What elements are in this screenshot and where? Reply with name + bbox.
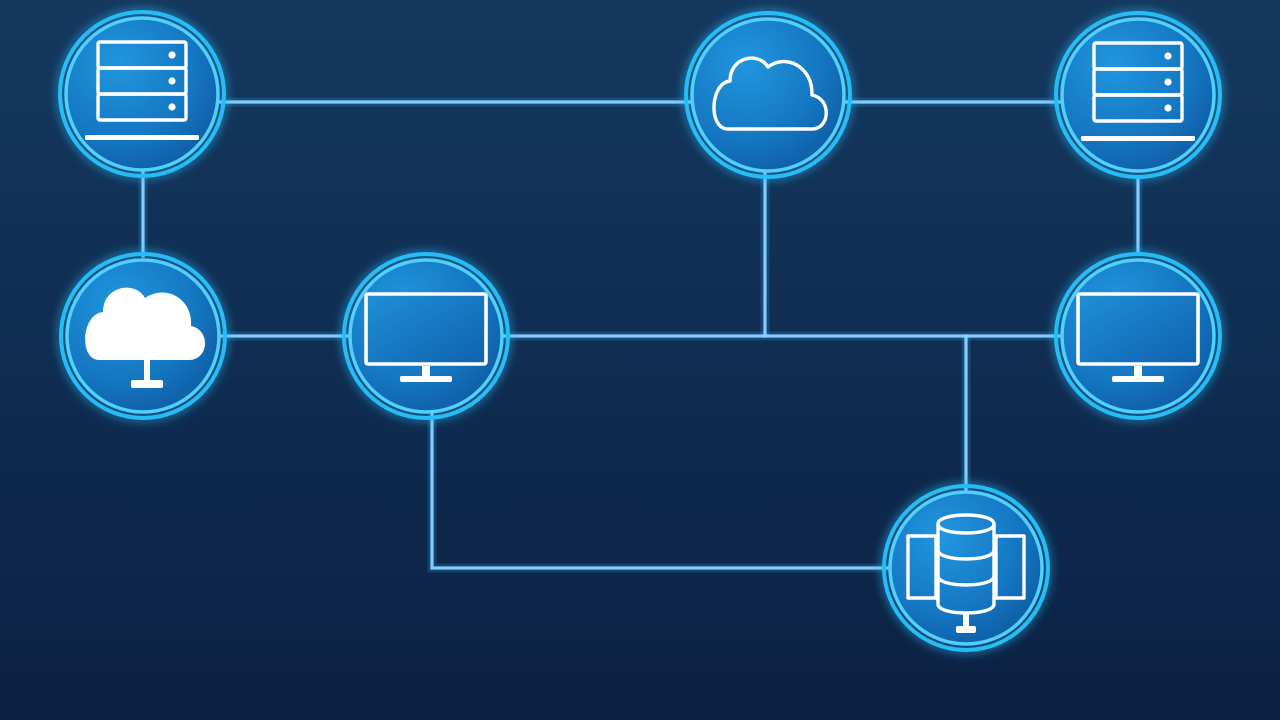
link-monitor-center-to-database (430, 412, 890, 570)
node-cloud-left[interactable] (59, 252, 227, 420)
cloud-network-icon (85, 287, 206, 388)
monitor-icon (364, 292, 488, 382)
nodes-layer (58, 10, 1222, 652)
monitor-icon (1076, 292, 1200, 382)
node-monitor-center-left[interactable] (342, 252, 510, 420)
node-server-top-left[interactable] (58, 10, 226, 178)
node-monitor-right[interactable] (1054, 252, 1222, 420)
database-server-icon (906, 513, 1026, 633)
links-layer (138, 97, 1143, 573)
server-rack-icon (1081, 41, 1195, 141)
cloud-outline-icon (712, 56, 828, 131)
node-server-top-right[interactable] (1054, 11, 1222, 179)
node-cloud-top-center[interactable] (684, 11, 852, 179)
node-database-bottom[interactable] (882, 484, 1050, 652)
server-rack-icon (85, 40, 199, 140)
